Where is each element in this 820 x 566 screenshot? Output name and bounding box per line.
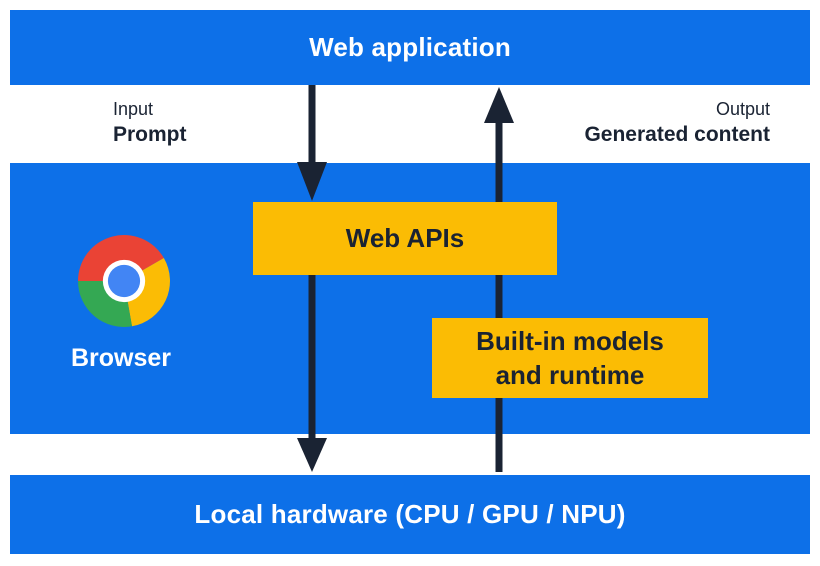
prompt-label: Prompt — [113, 123, 187, 146]
input-annotation: Input Prompt — [113, 98, 187, 148]
web-apis-label: Web APIs — [345, 223, 465, 253]
local-hardware-label: Local hardware (CPU / GPU / NPU) — [194, 499, 626, 529]
input-label: Input — [113, 99, 154, 119]
built-in-models-line1: Built-in models — [476, 326, 664, 356]
web-apis-box: Web APIs — [253, 202, 557, 275]
generated-content-label: Generated content — [584, 123, 770, 146]
built-in-models-line2: and runtime — [495, 360, 645, 390]
built-in-models-box: Built-in models and runtime — [432, 318, 708, 398]
output-label: Output — [715, 99, 770, 119]
output-annotation: Output Generated content — [584, 98, 770, 148]
browser-label: Browser — [70, 344, 172, 372]
local-hardware-layer: Local hardware (CPU / GPU / NPU) — [10, 475, 810, 554]
chrome-logo-icon — [78, 235, 170, 327]
web-application-label: Web application — [309, 32, 511, 62]
web-application-layer: Web application — [10, 10, 810, 85]
chrome-browser-icon — [78, 235, 170, 327]
